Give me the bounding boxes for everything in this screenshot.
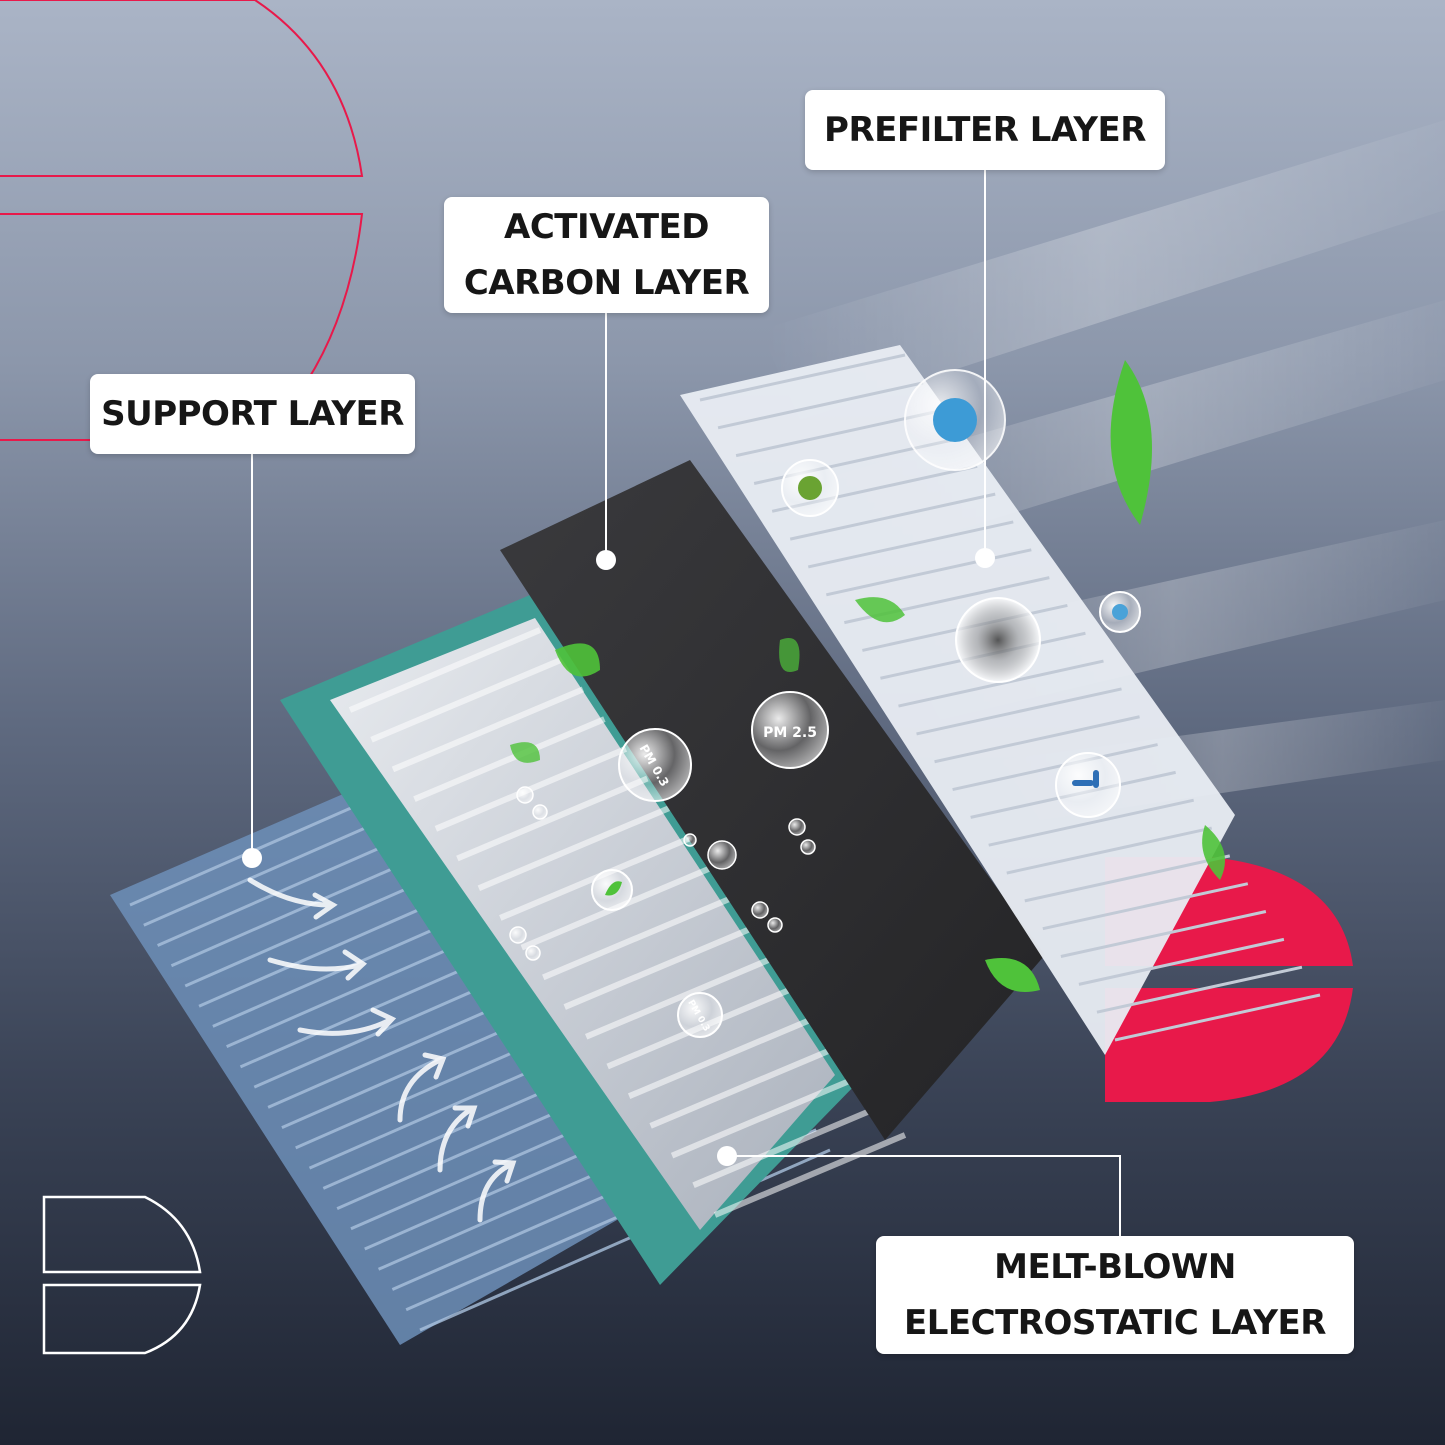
pleat-line — [1024, 854, 1231, 903]
pleat-line — [1096, 965, 1303, 1014]
pleat-line — [692, 1102, 885, 1189]
activated-carbon-text-line1: ACTIVATED — [504, 207, 709, 247]
pleat-line — [1042, 882, 1249, 931]
activated-carbon-label: ACTIVATED CARBON LAYER — [444, 197, 769, 313]
pleat-line — [370, 656, 563, 743]
pleat-line — [391, 686, 585, 773]
pleat-line — [988, 798, 1195, 847]
activated-carbon-layer — [500, 460, 1045, 1140]
prefilter-layer-label: PREFILTER LAYER — [805, 90, 1165, 170]
particle-pm03-b: PM 0.3 — [677, 992, 723, 1038]
pleat-line — [807, 520, 1014, 569]
pleat-line — [542, 894, 735, 981]
airflow-arrows — [247, 877, 517, 1223]
pleat-line — [825, 548, 1032, 597]
pleat-line — [627, 1013, 821, 1099]
small-bubbles — [509, 786, 816, 961]
particle-pm25: PM 2.5 — [751, 691, 829, 769]
particle-virus-green — [781, 459, 839, 517]
particle-virus-blue — [904, 369, 1006, 471]
support-layer-text: SUPPORT LAYER — [101, 394, 404, 434]
pleat-line — [789, 492, 996, 541]
leaves — [510, 360, 1225, 992]
support-layer-label: SUPPORT LAYER — [90, 374, 415, 454]
pleat-line — [717, 381, 924, 430]
pleat-line — [585, 953, 778, 1040]
melt-blown-text-line1: MELT-BLOWN — [994, 1247, 1236, 1287]
melt-blown-label: MELT-BLOWN ELECTROSTATIC LAYER — [876, 1236, 1354, 1354]
logo-outline-bottom-left — [42, 1195, 202, 1355]
particle-pm03-a: PM 0.3 — [618, 728, 692, 802]
pleat-line — [898, 659, 1104, 708]
callout-lines — [251, 170, 1121, 1236]
pleat-line — [952, 743, 1158, 792]
pleat-line — [1006, 826, 1213, 875]
particle-dust — [955, 597, 1041, 683]
pleat-line — [413, 716, 606, 802]
pleat-line — [456, 775, 649, 862]
pleat-line — [916, 687, 1122, 736]
pleat-line — [713, 1132, 907, 1218]
prefilter-layer-text: PREFILTER LAYER — [824, 110, 1146, 150]
particle-bacteria — [1055, 752, 1121, 818]
pleat-line — [670, 1072, 864, 1159]
pleat-line — [563, 924, 756, 1010]
pleat-line — [1060, 910, 1267, 958]
pleat-line — [934, 715, 1140, 764]
melt-blown-layer — [280, 595, 907, 1285]
pleat-line — [477, 805, 670, 892]
pleat-line — [1114, 993, 1321, 1042]
pleat-line — [348, 627, 542, 713]
pleat-line — [699, 353, 906, 402]
particle-leaf-bubble — [591, 869, 633, 911]
pleat-line — [649, 1043, 842, 1129]
pm25-label: PM 2.5 — [763, 725, 817, 741]
activated-carbon-text-line2: CARBON LAYER — [463, 263, 750, 303]
particle-virus-small — [1099, 591, 1141, 633]
melt-blown-text-line2: ELECTROSTATIC LAYER — [904, 1303, 1326, 1343]
pleat-line — [1078, 937, 1285, 986]
callout-dots — [242, 548, 995, 1166]
